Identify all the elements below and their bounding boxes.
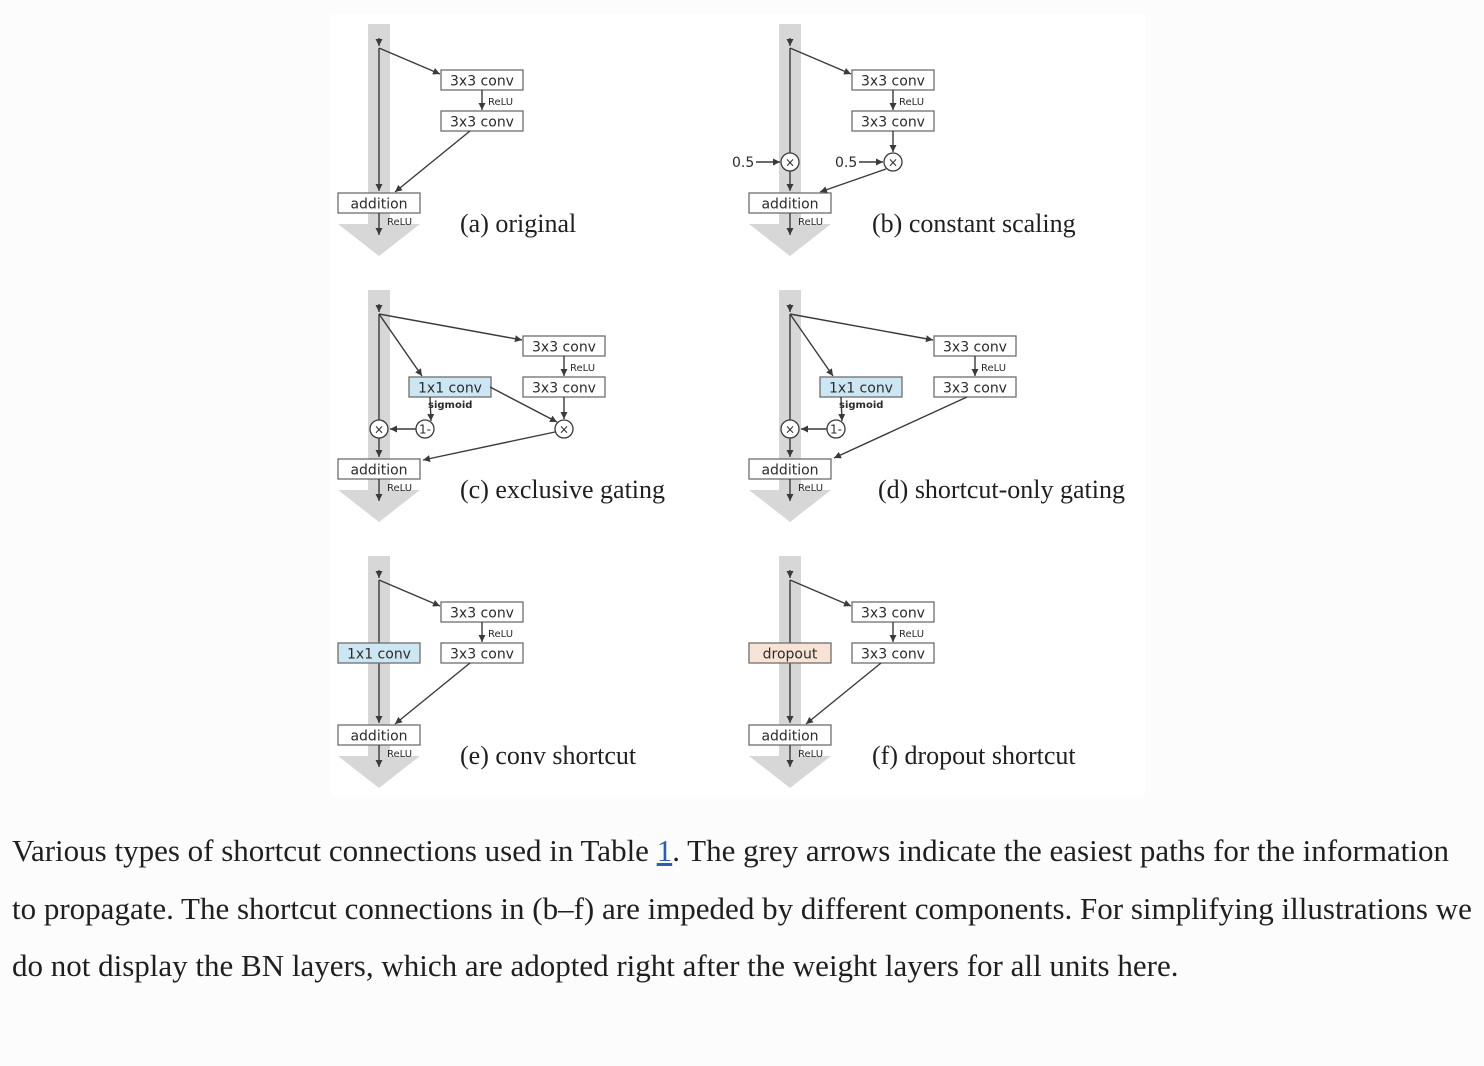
gate-to-oneminus-arrow bbox=[838, 396, 846, 422]
gate-conv-box bbox=[819, 376, 903, 398]
relu-mid-label: ReLU bbox=[488, 97, 513, 108]
addition-box-label: addition bbox=[761, 729, 818, 745]
relu-out-label: ReLU bbox=[387, 217, 412, 228]
conv-bottom-box bbox=[933, 376, 1017, 398]
branch-in-arrow bbox=[789, 579, 852, 607]
shortcut-multiply-node-symbol: × bbox=[374, 423, 384, 437]
relu-mid-label: ReLU bbox=[981, 363, 1006, 374]
panel-caption: (c) exclusive gating bbox=[460, 475, 665, 504]
gate-to-branch-mult-arrow bbox=[489, 386, 558, 423]
addition-box-label: addition bbox=[761, 197, 818, 213]
branch-in-arrow bbox=[378, 313, 523, 343]
dropout-box bbox=[748, 642, 832, 664]
panel-caption: (b) constant scaling bbox=[872, 209, 1076, 238]
panel-caption: (e) conv shortcut bbox=[460, 741, 637, 770]
branch-in-arrow bbox=[378, 579, 441, 607]
conv-shortcut-box bbox=[337, 642, 421, 664]
addition-box-label: addition bbox=[350, 197, 407, 213]
relu-out-label: ReLU bbox=[387, 483, 412, 494]
sigmoid-label: sigmoid bbox=[428, 400, 472, 411]
table-1-link[interactable]: 1 bbox=[656, 833, 673, 868]
shortcut-multiply-node-symbol: × bbox=[785, 156, 795, 170]
branch-multiply-node-symbol: × bbox=[888, 156, 898, 170]
caption-text-end: . The grey arrows indicate the easiest p… bbox=[12, 833, 1472, 983]
panel-caption: (d) shortcut-only gating bbox=[878, 475, 1125, 504]
conv-top-box-label: 3x3 conv bbox=[861, 74, 925, 90]
figure-caption: Various types of shortcut connections us… bbox=[12, 822, 1476, 995]
relu-out-label: ReLU bbox=[798, 483, 823, 494]
relu-out-label: ReLU bbox=[798, 217, 823, 228]
shortcut-multiply-node bbox=[780, 419, 800, 439]
one-minus-node-symbol: 1- bbox=[419, 423, 431, 437]
conv-top-box-label: 3x3 conv bbox=[861, 606, 925, 622]
relu-mid-label: ReLU bbox=[488, 629, 513, 640]
relu-mid-label: ReLU bbox=[570, 363, 595, 374]
conv-bottom-box bbox=[440, 642, 524, 664]
conv-bottom-box-label: 3x3 conv bbox=[861, 647, 925, 663]
conv-bottom-box-label: 3x3 conv bbox=[943, 381, 1007, 397]
shortcut-scale-label: 0.5 bbox=[732, 155, 754, 171]
relu-out-label: ReLU bbox=[387, 749, 412, 760]
conv-bottom-box-label: 3x3 conv bbox=[532, 381, 596, 397]
conv-bottom-box-label: 3x3 conv bbox=[450, 647, 514, 663]
panel-caption: (f) dropout shortcut bbox=[872, 741, 1076, 770]
dropout-box-label: dropout bbox=[763, 647, 818, 663]
branch-scale-label: 0.5 bbox=[835, 155, 857, 171]
conv-top-box-label: 3x3 conv bbox=[532, 340, 596, 356]
shortcut-multiply-node bbox=[780, 152, 800, 172]
conv-top-box-label: 3x3 conv bbox=[450, 606, 514, 622]
conv-top-box-label: 3x3 conv bbox=[943, 340, 1007, 356]
gate-conv-box-label: 1x1 conv bbox=[829, 381, 893, 397]
conv-bottom-box-label: 3x3 conv bbox=[450, 115, 514, 131]
relu-mid-label: ReLU bbox=[899, 629, 924, 640]
branch-multiply-node-symbol: × bbox=[559, 423, 569, 437]
sigmoid-label: sigmoid bbox=[839, 400, 883, 411]
caption-text-start: Various types of shortcut connections us… bbox=[12, 833, 657, 868]
addition-box-label: addition bbox=[761, 463, 818, 479]
conv-bottom-box-label: 3x3 conv bbox=[861, 115, 925, 131]
residual-merge-arrow bbox=[833, 396, 968, 459]
residual-merge-arrow bbox=[394, 662, 471, 725]
gate-in-arrow bbox=[378, 313, 423, 377]
conv-top-box-label: 3x3 conv bbox=[450, 74, 514, 90]
branch-in-arrow bbox=[789, 313, 934, 343]
addition-box-label: addition bbox=[350, 463, 407, 479]
shortcut-multiply-node bbox=[369, 419, 389, 439]
branch-multiply-node bbox=[554, 419, 574, 439]
gate-conv-box-label: 1x1 conv bbox=[418, 381, 482, 397]
residual-merge-arrow bbox=[805, 662, 882, 725]
residual-merge-arrow bbox=[394, 130, 471, 193]
branch-multiply-node bbox=[883, 152, 903, 172]
shortcut-multiply-node-symbol: × bbox=[785, 423, 795, 437]
residual-merge-arrow bbox=[422, 431, 556, 462]
gate-to-oneminus-arrow bbox=[427, 396, 435, 422]
residual-merge-arrow bbox=[819, 168, 887, 194]
conv-bottom-box bbox=[851, 642, 935, 664]
panel-caption: (a) original bbox=[460, 209, 576, 238]
relu-out-label: ReLU bbox=[798, 749, 823, 760]
gate-in-arrow bbox=[789, 313, 834, 377]
addition-box-label: addition bbox=[350, 729, 407, 745]
branch-in-arrow bbox=[789, 47, 852, 75]
conv-shortcut-box-label: 1x1 conv bbox=[347, 647, 411, 663]
relu-mid-label: ReLU bbox=[899, 97, 924, 108]
conv-bottom-box bbox=[440, 110, 524, 132]
one-minus-node-symbol: 1- bbox=[830, 423, 842, 437]
branch-in-arrow bbox=[378, 47, 441, 75]
